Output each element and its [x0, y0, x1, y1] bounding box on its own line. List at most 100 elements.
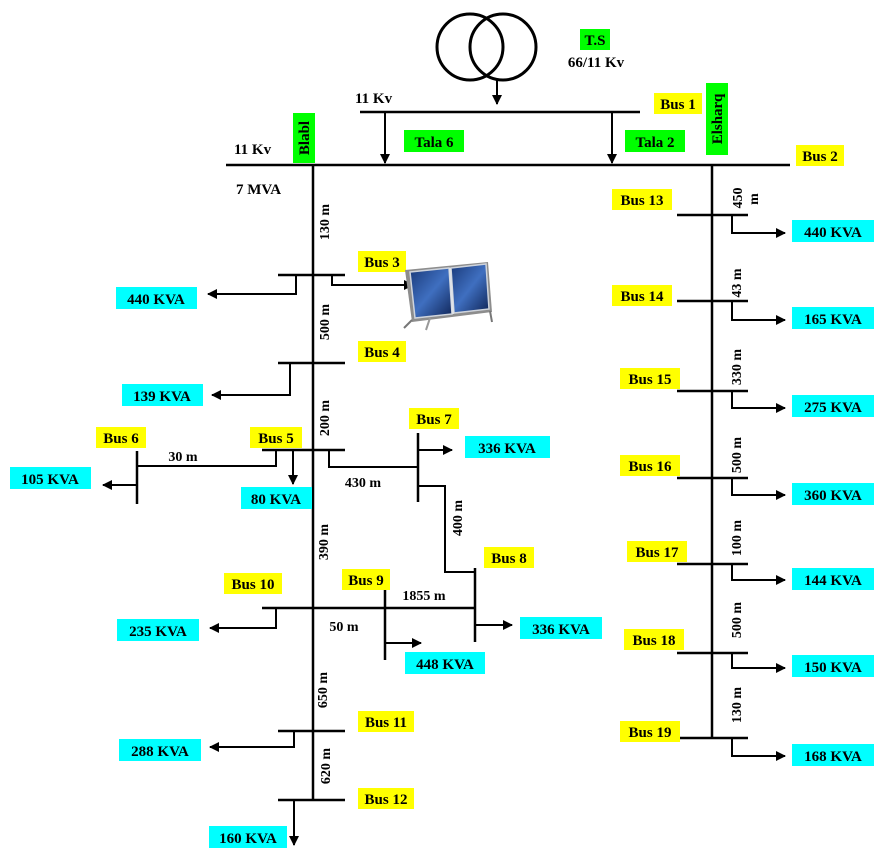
length-200m: 200 m [318, 400, 333, 437]
bus-10-label-bg [224, 573, 282, 594]
bus-3-label: Bus 3 [364, 255, 399, 271]
bus-16-load: 360 KVA [804, 488, 862, 504]
length-450-unit: m [747, 193, 762, 205]
bus-15-label-bg [620, 368, 680, 389]
bus-8-label: Bus 8 [491, 551, 526, 567]
bus-13-load-arrow [731, 215, 786, 238]
bus-15-label: Bus 15 [629, 372, 672, 388]
solar-panel-icon [403, 262, 493, 331]
bus-10-load-bg [117, 619, 199, 641]
bus-14-load: 165 KVA [804, 312, 862, 328]
bus-18-load-bg [792, 655, 874, 677]
length-130m-b: 130 m [730, 687, 745, 724]
tala6-label-bg [404, 130, 464, 152]
ts-rating: 66/11 Kv [568, 55, 625, 71]
bus-1-label-bg [654, 93, 702, 114]
capacity-label: 7 MVA [236, 182, 281, 198]
bus-14-load-bg [792, 307, 874, 329]
length-390m: 390 m [317, 524, 332, 561]
bus-16-label-bg [620, 455, 680, 476]
bus-2-label: Bus 2 [802, 149, 837, 165]
bus-4-load-arrow [211, 363, 291, 400]
bus-13-label: Bus 13 [621, 193, 664, 209]
bus-11-load: 288 KVA [131, 744, 189, 760]
bus-10-load: 235 KVA [129, 624, 187, 640]
bus-7-load-bg [465, 436, 550, 458]
length-400m: 400 m [451, 500, 466, 537]
bus-9-label: Bus 9 [348, 573, 383, 589]
bus-4-load: 139 KVA [133, 389, 191, 405]
bus-14-label-bg [612, 285, 672, 306]
bus-15-load-arrow [731, 391, 786, 413]
bus-16-label: Bus 16 [629, 459, 672, 475]
bus-11-load-arrow [209, 731, 295, 752]
bus-7-load: 336 KVA [478, 441, 536, 457]
bus-5-load-bg [241, 487, 312, 509]
tala2-label-bg [625, 130, 685, 152]
ts-label-bg [580, 29, 610, 50]
length-620m: 620 m [319, 748, 334, 785]
bus-19-label: Bus 19 [629, 725, 672, 741]
bus-1-label: Bus 1 [660, 97, 695, 113]
primary-voltage-label: 11 Kv [355, 91, 393, 107]
bus-4-load-bg [122, 384, 203, 406]
bus-5-label-bg [250, 427, 302, 448]
bus-5-load: 80 KVA [251, 492, 301, 508]
bus-18-label: Bus 18 [633, 633, 676, 649]
bus-6-load: 105 KVA [21, 472, 79, 488]
bus-17-label-bg [627, 541, 687, 562]
length-30m: 30 m [168, 450, 198, 465]
bus-13-load: 440 KVA [804, 225, 862, 241]
bus-11-label-bg [358, 711, 414, 732]
length-430m: 430 m [345, 476, 382, 491]
blabl-label: Blabl [297, 121, 313, 155]
tala6-label: Tala 6 [414, 135, 454, 151]
ts-label: T.S [585, 33, 606, 49]
bus-4-label-bg [358, 341, 406, 362]
bus-9-label-bg [342, 569, 390, 590]
transformer-icon [435, 12, 538, 82]
bus-6-label-bg [96, 427, 146, 448]
bus-12-load: 160 KVA [219, 831, 277, 847]
bus-10-label: Bus 10 [232, 577, 275, 593]
bus-9-load: 448 KVA [416, 657, 474, 673]
elsharq-label: Elsharq [710, 93, 726, 144]
bus-14-label: Bus 14 [621, 289, 664, 305]
bus-17-load-bg [792, 568, 874, 590]
blabl-label-bg [293, 113, 315, 163]
bus-3-label-bg [358, 251, 406, 272]
tala2-label: Tala 2 [635, 135, 674, 151]
length-500m-b: 500 m [730, 437, 745, 474]
bus-15-load: 275 KVA [804, 400, 862, 416]
bus-16-load-bg [792, 483, 874, 505]
length-50m: 50 m [329, 620, 359, 635]
length-43m: 43 m [730, 268, 745, 298]
bus-3-load-arrow [207, 275, 297, 299]
bus-18-load-arrow [731, 653, 786, 673]
bus-8-load: 336 KVA [532, 622, 590, 638]
bus-5-to-7-line [328, 450, 418, 468]
bus-19-load: 168 KVA [804, 749, 862, 765]
bus-9-load-bg [405, 652, 485, 674]
length-450: 450 [731, 188, 746, 209]
length-130m-a: 130 m [318, 204, 333, 241]
bus-13-load-bg [792, 220, 874, 242]
bus-15-load-bg [792, 395, 874, 417]
elsharq-label-bg [706, 83, 728, 155]
bus-13-label-bg [612, 189, 672, 210]
bus-4-label: Bus 4 [364, 345, 400, 361]
length-500m-a: 500 m [318, 304, 333, 341]
bus-19-label-bg [620, 721, 680, 742]
bus-14-load-arrow [731, 301, 786, 325]
bus-12-load-bg [209, 826, 287, 848]
bus-17-load: 144 KVA [804, 573, 862, 589]
bus-3-load-bg [116, 287, 197, 309]
bus-3-solar-arrow [331, 275, 414, 290]
bus-19-load-arrow [731, 738, 786, 761]
bus-16-load-arrow [731, 478, 786, 500]
bus-12-label: Bus 12 [365, 792, 408, 808]
bus-17-load-arrow [731, 564, 786, 585]
length-330m: 330 m [730, 349, 745, 386]
bus-10-load-arrow [209, 608, 277, 633]
